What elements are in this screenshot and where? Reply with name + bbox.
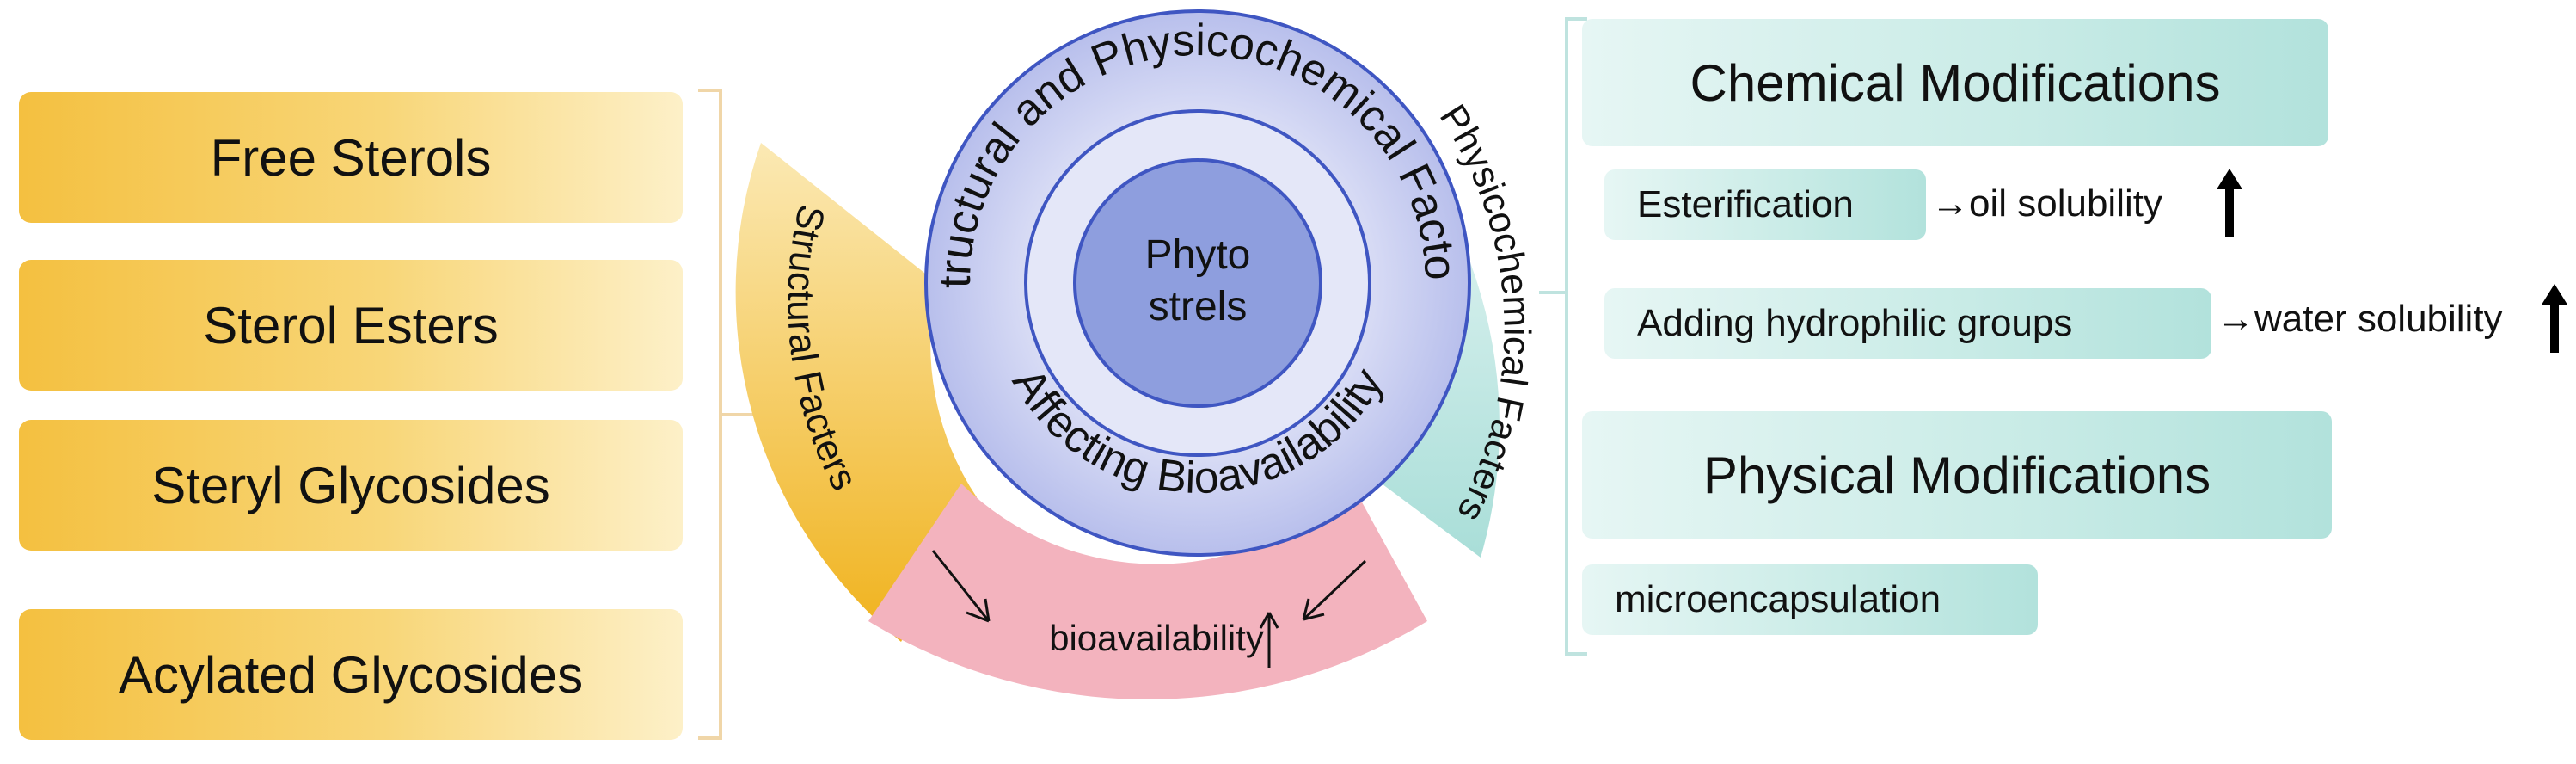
chemical-modifications-title: Chemical Modifications: [1690, 53, 2221, 112]
microencapsulation-box: microencapsulation: [1582, 564, 2038, 635]
right-arrow-icon: →: [2217, 298, 2254, 340]
structural-arrow: [931, 550, 991, 622]
core-label-line2: strels: [1149, 284, 1248, 330]
chemical-modifications-box: Chemical Modifications: [1582, 19, 2328, 146]
oil-solubility-label: oil solubility: [1969, 182, 2162, 225]
hydrophilic-groups-effect: →water solubility: [2217, 298, 2503, 341]
core-circle: [1073, 158, 1322, 408]
physical-modifications-box: Physical Modifications: [1582, 411, 2332, 539]
water-solubility-up-arrow-icon: [2542, 284, 2567, 353]
right-bracket: [1565, 17, 1587, 656]
oil-solubility-up-arrow-icon: [2217, 169, 2242, 237]
category-sterol-esters: Sterol Esters: [19, 260, 683, 391]
physicochemical-factors-band: [1341, 74, 1500, 558]
hydrophilic-groups-box: Adding hydrophilic groups: [1604, 288, 2211, 359]
physicochemical-arrow: [1302, 559, 1367, 621]
core-label-line1: Phyto: [1145, 232, 1251, 278]
category-label: Sterol Esters: [203, 296, 499, 354]
esterification-box: Esterification: [1604, 169, 1926, 240]
category-label: Steryl Glycosides: [151, 456, 550, 514]
category-steryl-glycosides: Steryl Glycosides: [19, 420, 683, 551]
water-solubility-label: water solubility: [2254, 298, 2503, 340]
right-arrow-icon: →: [1931, 182, 1969, 225]
category-label: Free Sterols: [210, 128, 492, 187]
esterification-label: Esterification: [1637, 183, 1854, 225]
category-acylated-glycosides: Acylated Glycosides: [19, 609, 683, 740]
bioavailability-up-arrow-head: [1259, 612, 1279, 629]
structural-factors-band: [735, 143, 977, 642]
esterification-effect: →oil solubility: [1931, 182, 2162, 225]
hydrophilic-groups-label: Adding hydrophilic groups: [1637, 302, 2073, 344]
microencapsulation-label: microencapsulation: [1615, 578, 1941, 620]
physical-modifications-title: Physical Modifications: [1702, 446, 2211, 504]
physicochemical-arrow-head: [1302, 598, 1325, 621]
category-free-sterols: Free Sterols: [19, 92, 683, 223]
category-label: Acylated Glycosides: [118, 645, 584, 704]
bioavailability-label: bioavailability: [1049, 618, 1264, 658]
structural-arrow-head: [966, 598, 991, 623]
